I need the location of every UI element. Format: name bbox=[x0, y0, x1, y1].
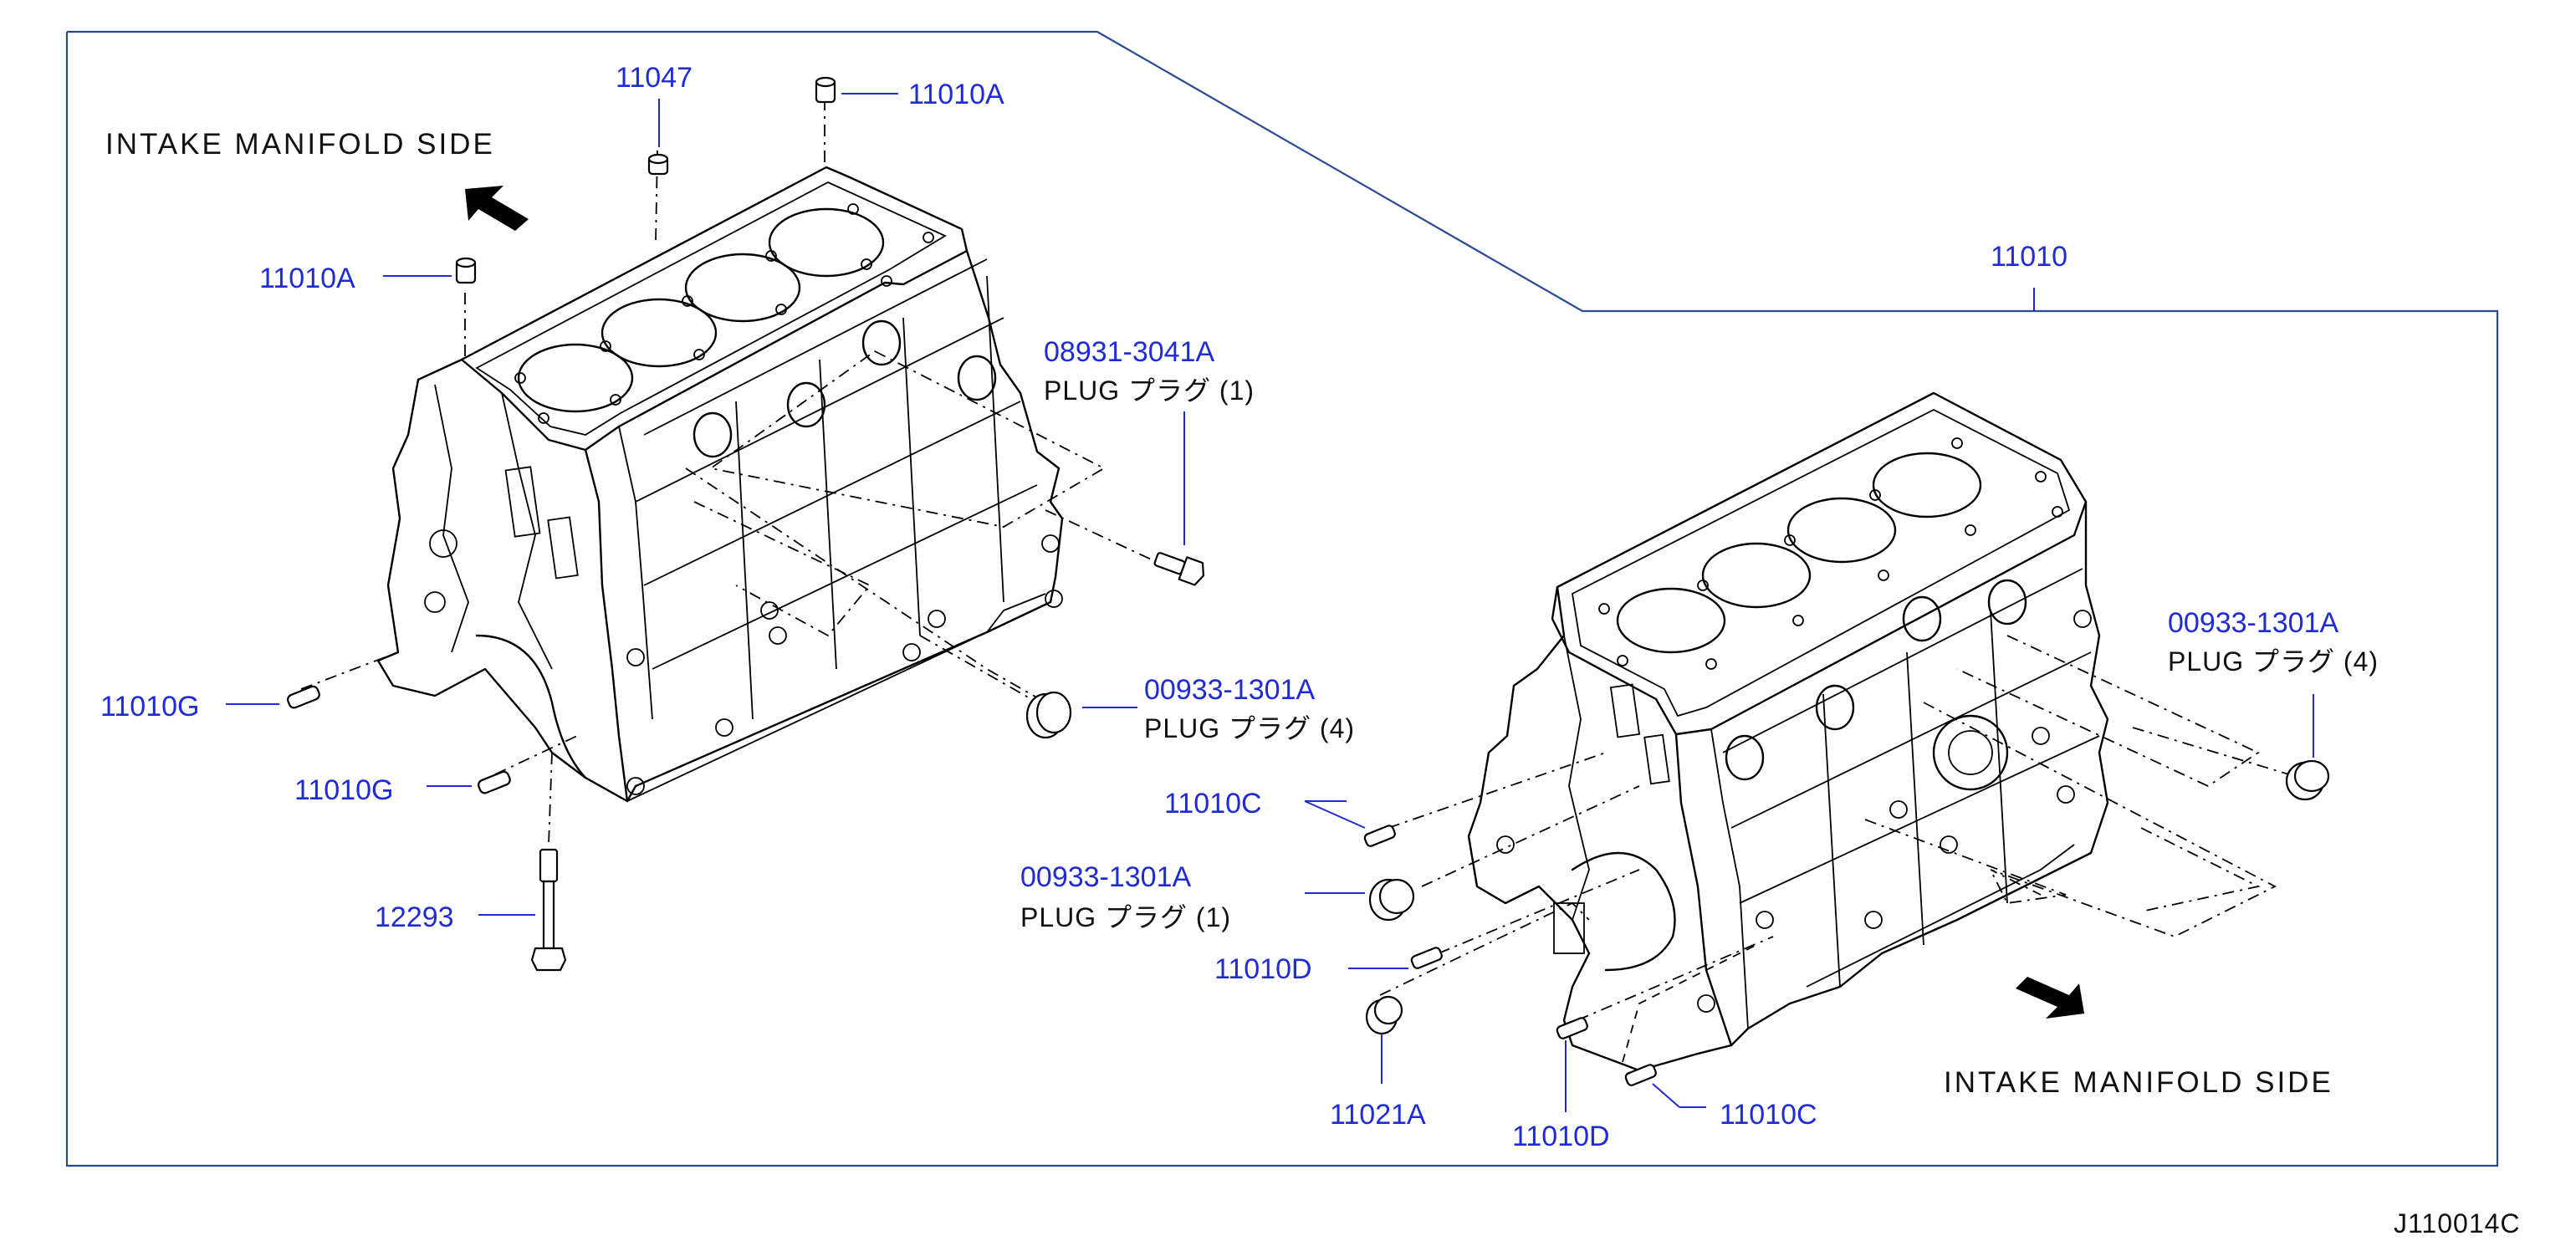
part-number-11010a-top: 11010A bbox=[908, 79, 1004, 110]
part-number-11010g-1: 11010G bbox=[100, 691, 199, 723]
part-number-11010c-1: 11010C bbox=[1164, 788, 1262, 820]
direction-arrow-left-icon bbox=[465, 186, 529, 231]
part-number-11047: 11047 bbox=[616, 62, 693, 94]
labels: INTAKE MANIFOLD SIDE INTAKE MANIFOLD SID… bbox=[100, 62, 2521, 1238]
intake-manifold-side-label-left: INTAKE MANIFOLD SIDE bbox=[105, 128, 495, 161]
part-number-11010g-2: 11010G bbox=[294, 774, 393, 806]
part-11010c-pin-2 bbox=[1624, 1064, 1657, 1086]
assembly-lines bbox=[300, 99, 2301, 1063]
part-11010g-pin-2 bbox=[478, 770, 511, 794]
part-number-12293: 12293 bbox=[375, 901, 454, 933]
diagram-frame bbox=[65, 30, 2499, 1167]
part-11010d-pin-1 bbox=[1410, 947, 1443, 969]
part-desc-00933-1301a-low: PLUG プラグ (1) bbox=[1020, 902, 1231, 932]
part-11010a-top-dowel bbox=[815, 76, 836, 104]
part-number-00933-1301a-mid: 00933-1301A bbox=[1144, 674, 1316, 706]
small-parts bbox=[287, 76, 2330, 1086]
leader-lines bbox=[226, 93, 2314, 1112]
part-11010a-left-dowel bbox=[455, 257, 477, 284]
part-08931-bolt bbox=[1153, 552, 1204, 586]
part-12293-bolt bbox=[530, 848, 567, 972]
engine-block-right bbox=[1467, 391, 2109, 1072]
part-number-11010d-1: 11010D bbox=[1214, 953, 1312, 985]
part-11010g-pin-1 bbox=[287, 685, 320, 709]
part-number-11021a: 11021A bbox=[1330, 1099, 1426, 1131]
part-number-08931-3041a: 08931-3041A bbox=[1044, 336, 1215, 368]
part-desc-00933-1301a-mid: PLUG プラグ (4) bbox=[1144, 713, 1355, 743]
direction-arrow-right-icon bbox=[2016, 977, 2084, 1019]
part-number-11010d-2: 11010D bbox=[1512, 1121, 1610, 1152]
part-number-11010a-left: 11010A bbox=[259, 263, 355, 294]
part-11010d-pin-2 bbox=[1556, 1017, 1588, 1039]
part-number-00933-1301a-low: 00933-1301A bbox=[1020, 861, 1192, 893]
part-00933-cup-plug-mid bbox=[1025, 691, 1072, 739]
part-11010c-pin-1 bbox=[1363, 825, 1396, 847]
part-desc-00933-1301a-right: PLUG プラグ (4) bbox=[2168, 646, 2379, 677]
part-number-11010: 11010 bbox=[1991, 241, 2067, 273]
diagram-id: J110014C bbox=[2394, 1208, 2521, 1238]
part-desc-08931-3041a: PLUG プラグ (1) bbox=[1044, 375, 1255, 406]
intake-manifold-side-label-right: INTAKE MANIFOLD SIDE bbox=[1944, 1066, 2333, 1099]
part-00933-cup-plug-right bbox=[2285, 759, 2330, 801]
engine-block-left bbox=[376, 166, 1064, 803]
part-00933-cup-plug-low bbox=[1368, 878, 1415, 922]
part-number-00933-1301a-right: 00933-1301A bbox=[2168, 607, 2339, 639]
part-11047-dowel bbox=[647, 153, 669, 176]
part-number-11010c-2: 11010C bbox=[1720, 1099, 1817, 1131]
part-11021a-plug bbox=[1365, 995, 1403, 1035]
